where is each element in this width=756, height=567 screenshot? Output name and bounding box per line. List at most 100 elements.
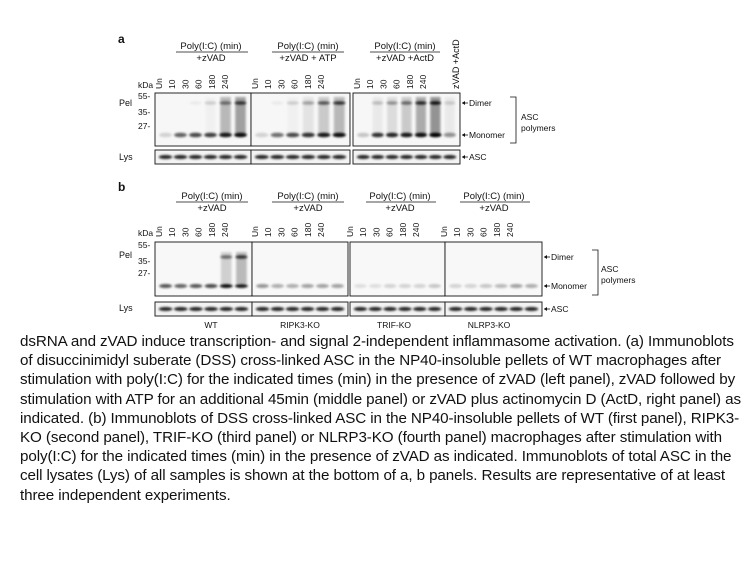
band-asc (330, 307, 345, 311)
band-asc (371, 155, 385, 159)
band-asc (158, 307, 173, 311)
band-monomer (256, 284, 269, 288)
band-dimer (286, 101, 299, 105)
panel-a-group-3-header: Poly(I:C) (min) +zVAD +ActD (370, 41, 440, 64)
group-treatment: +zVAD (479, 203, 508, 214)
lane-label: 30 (276, 79, 286, 89)
group-condition: Poly(I:C) (min) (463, 191, 524, 202)
lane-label: 60 (392, 79, 402, 89)
row-label-pel: Pel (119, 250, 132, 260)
band-monomer (301, 284, 314, 288)
band-monomer (317, 132, 331, 138)
band-asc (316, 155, 331, 159)
blot-pellet (154, 241, 253, 297)
lane-label: Un (439, 226, 449, 237)
panel-b: b Poly(I:C) (min) +zVAD Poly(I:C) (min) … (118, 180, 635, 330)
band-dimer (444, 101, 456, 105)
smear (220, 252, 232, 284)
band-asc (443, 155, 457, 159)
band-monomer (429, 132, 442, 138)
panel-b-genotype-labels: WT RIPK3-KO TRIF-KO NLRP3-KO (204, 320, 510, 330)
band-asc (332, 155, 347, 159)
group-treatment: +zVAD +ActD (376, 53, 434, 64)
band-asc (270, 307, 285, 311)
band-dimer (371, 101, 384, 105)
group-condition: Poly(I:C) (min) (277, 191, 338, 202)
label-asc-polymers-2: polymers (521, 123, 555, 133)
band-asc (413, 307, 427, 311)
lane-label: 60 (479, 227, 489, 237)
smear (387, 97, 398, 135)
kda-label: kDa (138, 228, 153, 238)
marker-55: 55- (138, 240, 150, 250)
label-asc-polymers-2: polymers (601, 275, 635, 285)
lane-label: 30 (378, 79, 388, 89)
lane-label: 30 (180, 79, 190, 89)
band-monomer (354, 284, 367, 288)
band-monomer (494, 284, 508, 288)
band-monomer (479, 284, 493, 288)
band-dimer (302, 101, 315, 105)
band-asc (494, 307, 508, 311)
lane-label: 10 (365, 79, 375, 89)
lane-label: 180 (492, 223, 502, 237)
group-condition: Poly(I:C) (min) (277, 41, 338, 52)
band-monomer (428, 284, 441, 288)
label-dimer: Dimer (469, 98, 492, 108)
label-asc: ASC (551, 304, 568, 314)
band-dimer (219, 101, 232, 105)
marker-27: 27- (138, 121, 150, 131)
row-label-lys: Lys (119, 303, 133, 313)
kda-label: kDa (138, 80, 153, 90)
band-asc (428, 155, 442, 159)
band-asc (414, 155, 428, 159)
band-monomer (357, 132, 370, 138)
band-monomer (398, 284, 412, 288)
lane-label: 60 (194, 79, 204, 89)
genotype-trif-ko: TRIF-KO (377, 320, 411, 330)
smear (415, 97, 426, 135)
band-asc (233, 155, 248, 159)
blot-pellet (250, 92, 351, 147)
lane-label: 60 (194, 227, 204, 237)
group-condition: Poly(I:C) (min) (181, 191, 242, 202)
genotype-nlrp3-ko: NLRP3-KO (468, 320, 511, 330)
smear (220, 97, 231, 135)
band-monomer (174, 284, 188, 288)
band-asc (254, 155, 269, 159)
blot-pellet (349, 241, 446, 297)
band-asc (463, 307, 478, 311)
panel-a-group-1-header: Poly(I:C) (min) +zVAD (176, 41, 248, 64)
band-monomer (286, 284, 299, 288)
smear (444, 97, 455, 135)
band-monomer (204, 132, 217, 138)
band-asc (353, 307, 368, 311)
band-monomer (368, 284, 382, 288)
band-dimer (386, 101, 398, 105)
band-dimer (220, 255, 233, 259)
lane-label: 240 (411, 223, 421, 237)
band-monomer (443, 132, 456, 138)
band-dimer (234, 101, 247, 105)
lane-label: 240 (220, 223, 230, 237)
lane-label: Un (250, 226, 260, 237)
band-asc (300, 307, 315, 311)
band-asc (524, 307, 539, 311)
lane-label: 10 (167, 227, 177, 237)
marker-35: 35- (138, 256, 150, 266)
band-asc (383, 307, 397, 311)
group-condition: Poly(I:C) (min) (374, 41, 435, 52)
lane-label: 60 (385, 227, 395, 237)
group-condition: Poly(I:C) (min) (180, 41, 241, 52)
lane-label: 180 (398, 223, 408, 237)
band-dimer (400, 101, 413, 105)
band-monomer (400, 132, 413, 138)
group-treatment: +zVAD (293, 203, 322, 214)
band-dimer (429, 101, 442, 105)
band-monomer (371, 132, 384, 138)
smear (430, 97, 441, 135)
band-monomer (159, 132, 172, 138)
band-monomer (159, 284, 173, 288)
band-asc (301, 155, 316, 159)
band-asc (158, 155, 173, 159)
